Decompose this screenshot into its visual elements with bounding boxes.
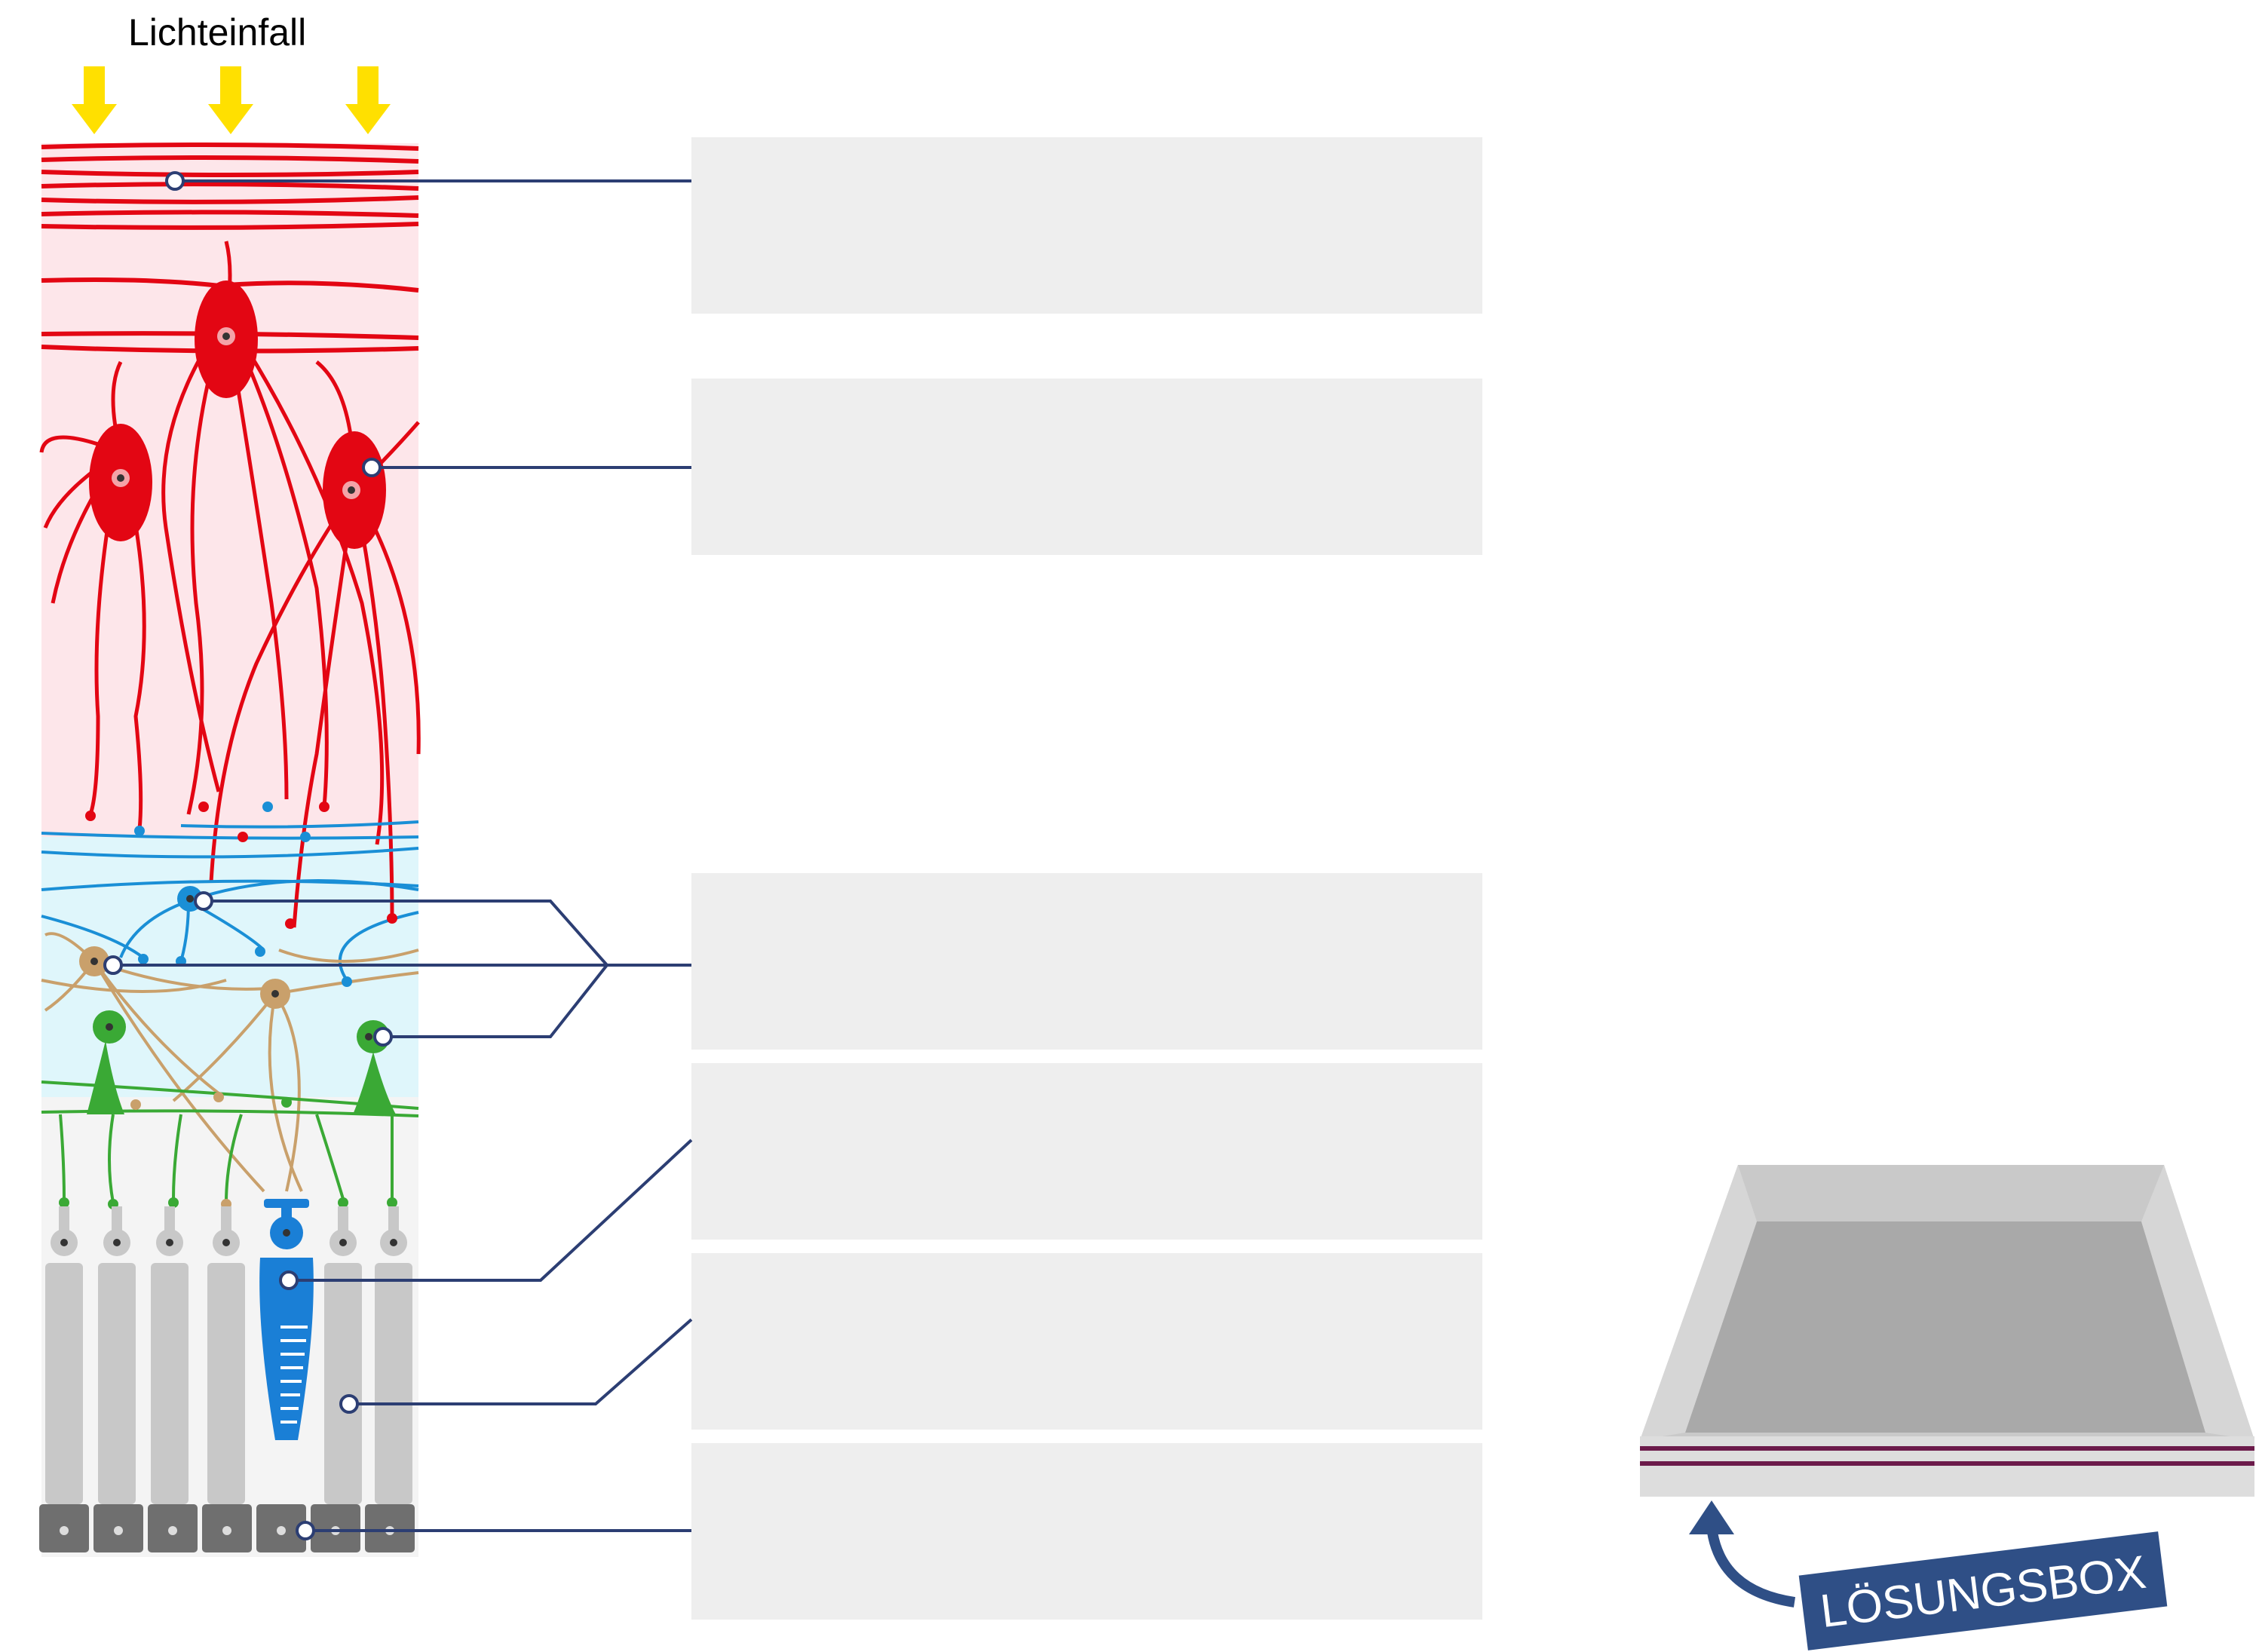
answer-box-4[interactable] bbox=[691, 1063, 1482, 1240]
rod-cell bbox=[375, 1206, 412, 1504]
leader-endpoints bbox=[103, 171, 393, 1540]
rod-cell bbox=[45, 1206, 83, 1504]
ganglion-cell bbox=[195, 280, 258, 398]
answer-box-5[interactable] bbox=[691, 1253, 1482, 1430]
light-arrow-icon bbox=[72, 66, 117, 134]
rod-cells bbox=[45, 1206, 412, 1504]
rod-cell bbox=[207, 1206, 245, 1504]
solution-tray-icon bbox=[1640, 1165, 2254, 1497]
ganglion-dendrites bbox=[39, 241, 421, 928]
light-incidence-label: Lichteinfall bbox=[128, 11, 307, 54]
cone-cell bbox=[259, 1199, 314, 1440]
pigment-epithelium bbox=[39, 1504, 415, 1552]
light-arrow-icon bbox=[208, 66, 253, 134]
answer-box-6[interactable] bbox=[691, 1443, 1482, 1620]
ganglion-cell bbox=[323, 431, 386, 549]
nerve-fibers bbox=[41, 142, 419, 354]
rod-cell bbox=[151, 1206, 188, 1504]
answer-box-1[interactable] bbox=[691, 137, 1482, 314]
rod-cell bbox=[324, 1206, 362, 1504]
rod-cell bbox=[98, 1206, 136, 1504]
horizontal-cell bbox=[260, 979, 290, 1009]
ganglion-cell bbox=[89, 424, 152, 541]
answer-box-3[interactable] bbox=[691, 873, 1482, 1050]
horizontal-cell bbox=[79, 946, 109, 976]
synapse-knobs bbox=[59, 801, 397, 1209]
answer-box-2[interactable] bbox=[691, 379, 1482, 555]
light-arrow-icon bbox=[345, 66, 391, 134]
light-arrows bbox=[72, 66, 391, 134]
leader-lines bbox=[113, 179, 693, 1532]
ganglion-cells bbox=[89, 280, 386, 549]
horizontal-cells bbox=[79, 946, 290, 1009]
bipolar-cell bbox=[87, 1010, 126, 1114]
curved-arrow-icon bbox=[1689, 1500, 1796, 1608]
solution-box-badge: LÖSUNGSBOX bbox=[1798, 1531, 2168, 1650]
